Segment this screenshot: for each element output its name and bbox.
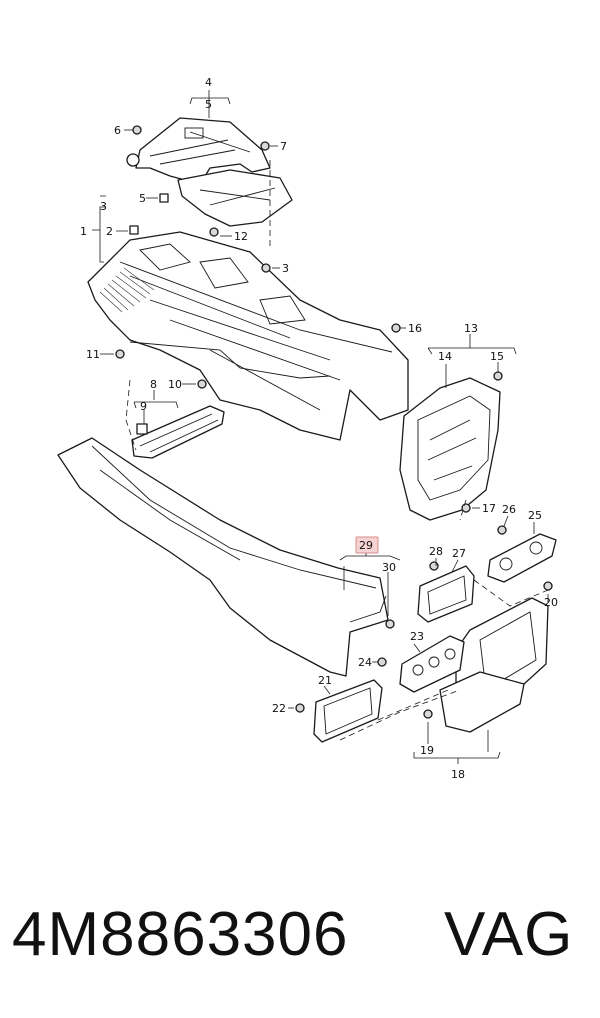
callout-2[interactable]: 2 (106, 225, 113, 238)
callout-30[interactable]: 30 (382, 561, 396, 574)
callout-24[interactable]: 24 (358, 656, 372, 669)
callout-9[interactable]: 9 (140, 400, 147, 413)
callout-27[interactable]: 27 (452, 547, 466, 560)
callout-29[interactable]: 29 (359, 539, 373, 552)
console-side-panel-part (57, 437, 389, 677)
callout-18[interactable]: 18 (451, 768, 465, 781)
callout-20[interactable]: 20 (544, 596, 558, 609)
vent-frame-part (439, 597, 549, 733)
part-number-text: 4M8863306 (12, 900, 349, 969)
highlight-box-29 (355, 536, 379, 554)
callout-5-mid[interactable]: 5 (139, 192, 146, 205)
callout-17[interactable]: 17 (482, 502, 496, 515)
callout-5-top[interactable]: 5 (205, 98, 212, 111)
callout-16[interactable]: 16 (408, 322, 422, 335)
callout-22[interactable]: 22 (272, 702, 286, 715)
callout-6[interactable]: 6 (114, 124, 121, 137)
tray-21-part (313, 679, 383, 743)
callout-19[interactable]: 19 (420, 744, 434, 757)
brand-text: VAG (444, 900, 574, 969)
trim-27-part (417, 565, 475, 623)
callout-28[interactable]: 28 (429, 545, 443, 558)
callout-15[interactable]: 15 (490, 350, 504, 363)
switch-23-part (399, 635, 465, 693)
main-frame-part (87, 231, 409, 441)
bracket-8-part (131, 405, 225, 459)
callout-11[interactable]: 11 (86, 348, 100, 361)
bracket-13-part (399, 377, 501, 521)
callout-3-left[interactable]: 3 (100, 200, 107, 213)
callout-4[interactable]: 4 (205, 76, 212, 89)
callout-13[interactable]: 13 (464, 322, 478, 335)
callout-1[interactable]: 1 (80, 225, 87, 238)
callout-23[interactable]: 23 (410, 630, 424, 643)
upper-bracket-part (126, 117, 293, 227)
assembly-dashed-lines (125, 160, 549, 741)
trim-25-part (487, 533, 557, 583)
callout-26[interactable]: 26 (502, 503, 516, 516)
callout-12[interactable]: 12 (234, 230, 248, 243)
callout-8[interactable]: 8 (150, 378, 157, 391)
callout-25[interactable]: 25 (528, 509, 542, 522)
fasteners (115, 125, 553, 719)
callout-labels: 4 5 6 7 5 3 1 2 12 3 16 13 11 14 15 10 8… (80, 76, 558, 781)
callout-14[interactable]: 14 (438, 350, 452, 363)
callout-21[interactable]: 21 (318, 674, 332, 687)
callout-10[interactable]: 10 (168, 378, 182, 391)
callout-7[interactable]: 7 (280, 140, 287, 153)
callout-3-right[interactable]: 3 (282, 262, 289, 275)
